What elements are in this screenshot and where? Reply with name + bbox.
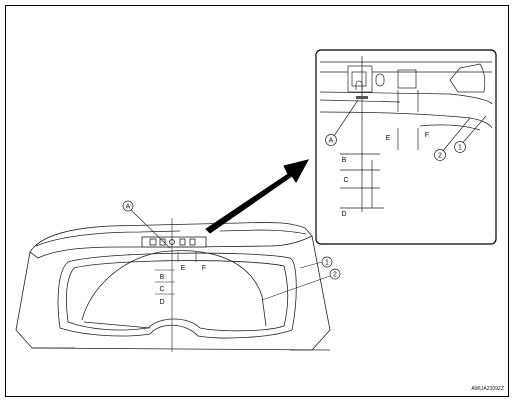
detail-dim-b: B — [342, 157, 347, 164]
detail-view — [315, 49, 497, 245]
detail-dim-c: C — [343, 177, 348, 184]
svg-text:1: 1 — [325, 260, 329, 267]
main-dim-b: B — [160, 274, 165, 281]
detail-callout-1: 1 — [454, 141, 466, 153]
detail-dim-e: E — [386, 135, 391, 142]
svg-text:1: 1 — [458, 145, 462, 152]
zoom-arrow — [205, 159, 309, 234]
brake-light-housing — [141, 236, 207, 248]
figure-code: AWLIA2309ZZ — [471, 386, 504, 392]
main-callout-1: 1 — [321, 256, 333, 268]
main-callout-2: 2 — [329, 268, 341, 280]
detail-dim-d: D — [341, 211, 346, 218]
detail-callout-a: A — [325, 134, 337, 146]
svg-text:A: A — [329, 138, 334, 145]
figure-border — [5, 5, 509, 397]
glass-outline — [57, 252, 297, 339]
detail-callout-2: 2 — [434, 149, 446, 161]
detail-dim-f: F — [425, 132, 429, 139]
main-dim-d: D — [159, 299, 164, 306]
main-callout-a: A — [122, 200, 134, 212]
main-dim-e: E — [181, 265, 186, 272]
main-dim-c: C — [159, 286, 164, 293]
main-dim-f: F — [202, 265, 206, 272]
svg-text:2: 2 — [438, 153, 442, 160]
svg-text:2: 2 — [333, 272, 337, 279]
main-view — [15, 209, 331, 352]
svg-text:A: A — [126, 204, 131, 211]
